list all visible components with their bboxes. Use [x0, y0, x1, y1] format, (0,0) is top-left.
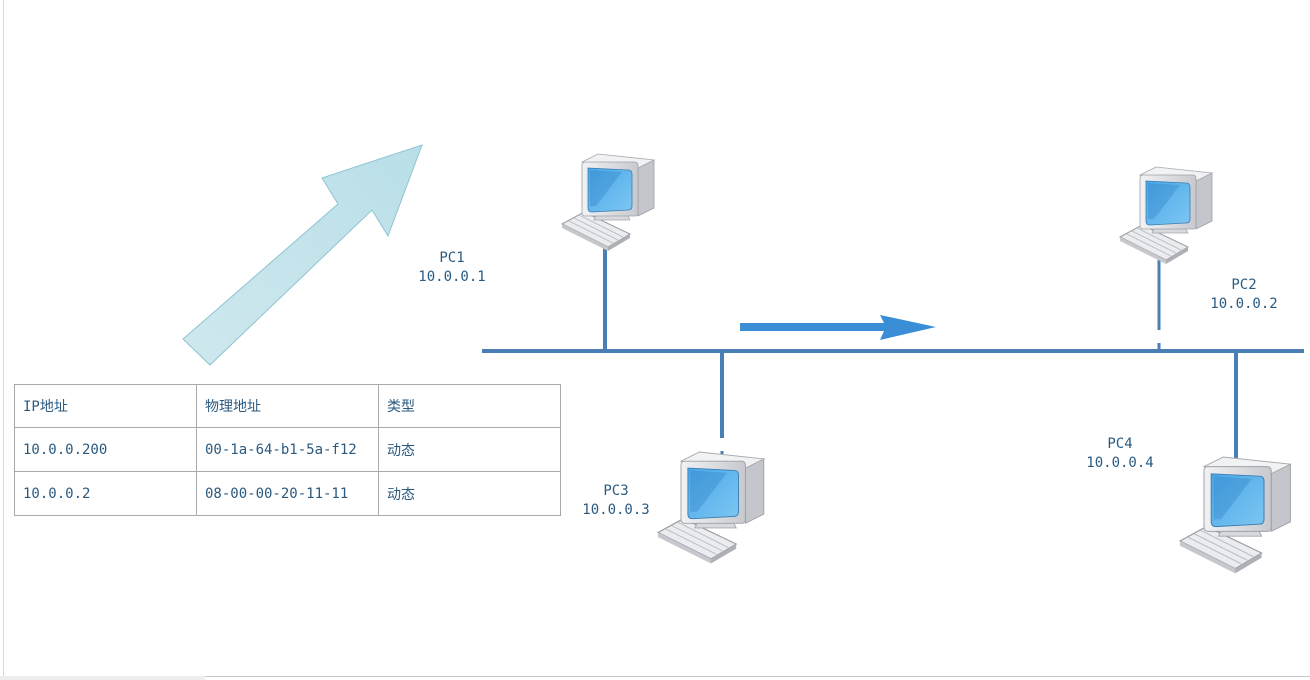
arp-table: IP地址 物理地址 类型 10.0.0.200 00-1a-64-b1-5a-f…	[14, 384, 561, 516]
pc4-ip: 10.0.0.4	[1086, 455, 1154, 471]
computer-icon[interactable]	[1179, 456, 1292, 575]
canvas-left-border	[3, 0, 4, 680]
table-row: 10.0.0.2 08-00-00-20-11-11 动态	[14, 471, 561, 516]
canvas-bottom-border	[205, 676, 1310, 677]
pc1-label: PC1 10.0.0.1	[414, 249, 490, 287]
table-cell-type: 动态	[378, 427, 561, 472]
canvas-bottom-strip	[0, 676, 205, 680]
pc4-name: PC4	[1107, 436, 1133, 452]
table-header-type: 类型	[378, 384, 561, 428]
computer-icon[interactable]	[561, 153, 655, 252]
pc1-name: PC1	[439, 250, 465, 266]
table-header-ip: IP地址	[14, 384, 197, 428]
pc2-name: PC2	[1231, 277, 1257, 293]
pc3-name: PC3	[603, 483, 629, 499]
table-cell-type: 动态	[378, 471, 561, 516]
table-row: 10.0.0.200 00-1a-64-b1-5a-f12 动态	[14, 427, 561, 472]
arrow-up-right-icon	[182, 144, 423, 366]
pc2-label: PC2 10.0.0.2	[1206, 276, 1282, 314]
pc4-label: PC4 10.0.0.4	[1082, 435, 1158, 473]
computer-icon[interactable]	[1119, 166, 1213, 265]
pc3-label: PC3 10.0.0.3	[578, 482, 654, 520]
table-cell-mac: 00-1a-64-b1-5a-f12	[196, 427, 379, 472]
pc1-ip: 10.0.0.1	[418, 269, 486, 285]
table-cell-ip: 10.0.0.200	[14, 427, 197, 472]
arrow-right-icon	[740, 315, 936, 340]
table-header-mac: 物理地址	[196, 384, 379, 428]
pc2-ip: 10.0.0.2	[1210, 296, 1278, 312]
table-header-row: IP地址 物理地址 类型	[14, 384, 561, 428]
table-cell-ip: 10.0.0.2	[14, 471, 197, 516]
pc3-ip: 10.0.0.3	[582, 502, 650, 518]
computer-icon[interactable]	[657, 451, 765, 565]
table-cell-mac: 08-00-00-20-11-11	[196, 471, 379, 516]
